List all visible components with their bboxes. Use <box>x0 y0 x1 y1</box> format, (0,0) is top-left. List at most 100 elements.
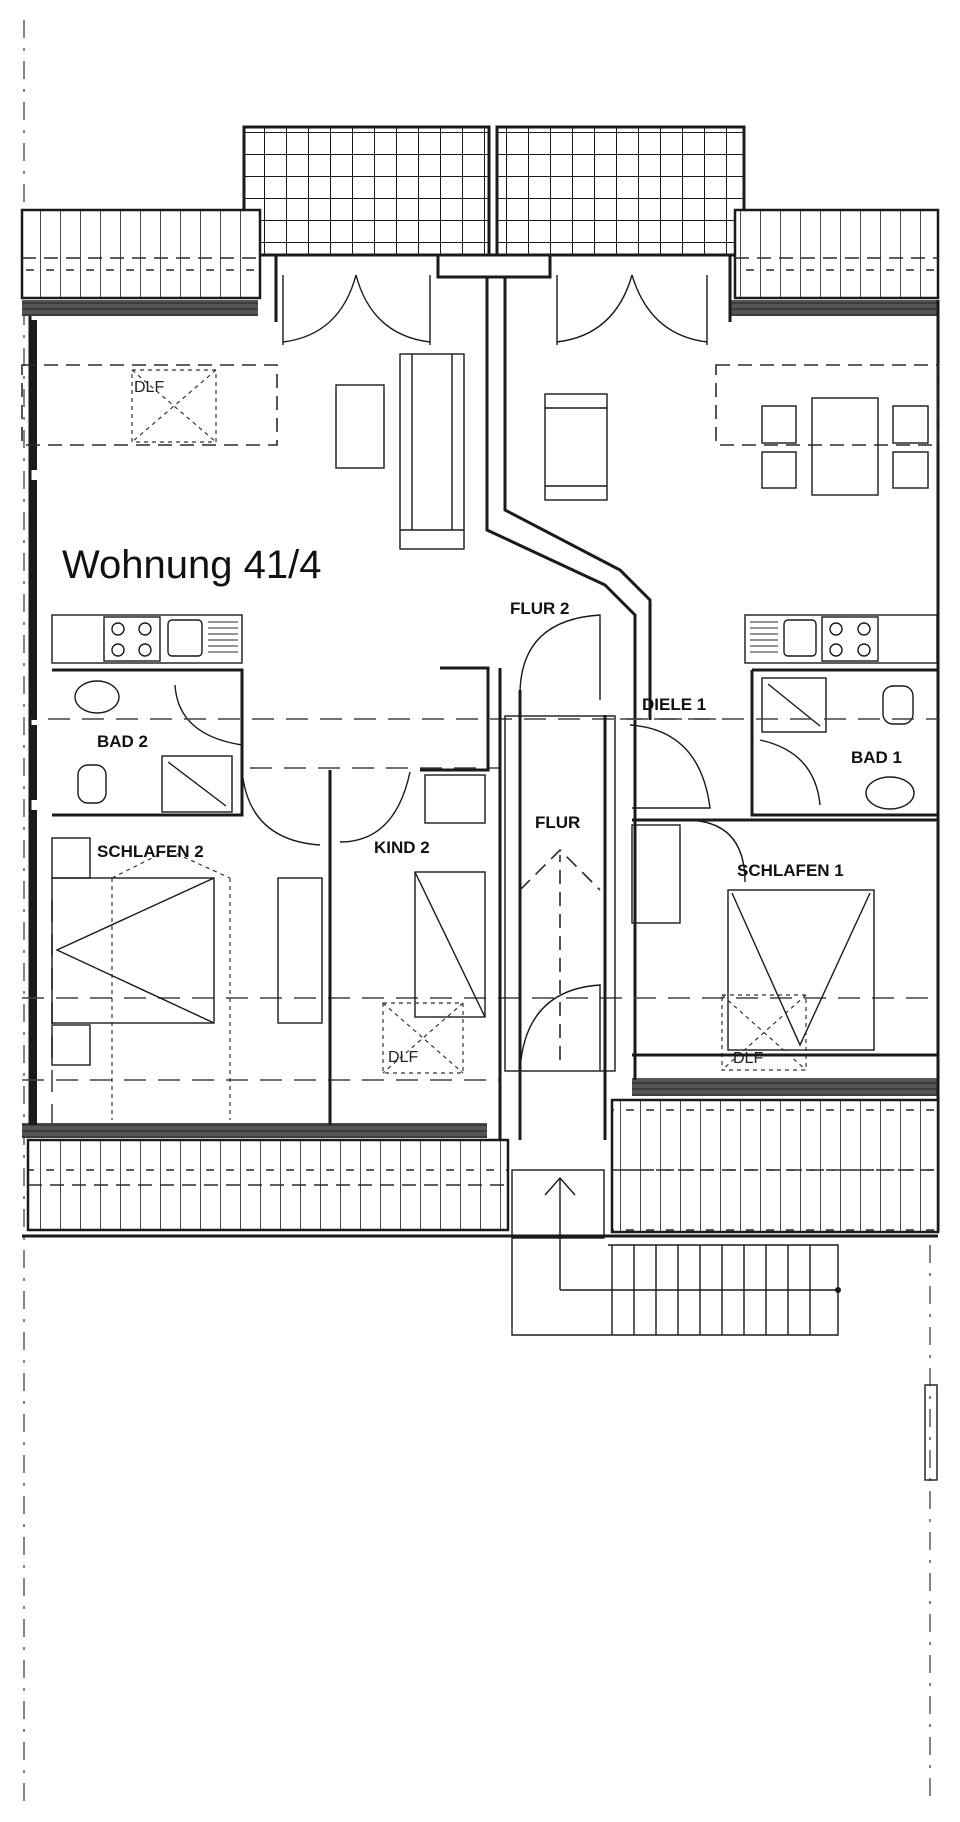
skylight-schlafen1 <box>721 994 807 1071</box>
skylight-label-schlafen1: DLF <box>733 1050 763 1067</box>
skylight-schlafen2 <box>111 849 231 1120</box>
shower-bad1 <box>761 677 827 733</box>
outer-wall <box>28 255 940 1232</box>
staircase-steps <box>611 1245 811 1335</box>
door-kind2 <box>339 771 411 843</box>
kind2-walls <box>328 768 488 1125</box>
door-flur2 <box>519 614 601 700</box>
skylight-kind2-cross <box>382 1002 464 1074</box>
chair-2 <box>761 451 797 489</box>
skylight-label-top-left: DLF <box>134 379 164 396</box>
door-diele1 <box>629 724 711 809</box>
dining-table <box>811 397 879 496</box>
flur-outline <box>504 715 616 1072</box>
chair-1 <box>761 405 797 444</box>
sofa-left-detail <box>400 354 464 531</box>
door-bad2 <box>174 684 243 746</box>
kneewall-top-left <box>22 300 258 316</box>
central-partition <box>485 270 637 1080</box>
stove-right <box>821 616 879 662</box>
flur-arrow <box>519 848 601 1060</box>
window-zone-top-right <box>715 364 939 446</box>
burner <box>138 622 152 636</box>
bed-schlafen1 <box>727 889 875 1051</box>
edge-element <box>924 1384 938 1481</box>
drainboard-right <box>750 621 778 653</box>
washbasin-bad1 <box>865 776 915 810</box>
burner <box>829 622 843 636</box>
roof-window-right <box>495 125 746 257</box>
drainboard-left <box>208 621 238 653</box>
armchair-right-detail <box>545 407 607 487</box>
kneewall-top-right <box>730 300 938 316</box>
burner <box>111 643 125 657</box>
toilet-bad2 <box>77 764 107 804</box>
bad1-walls <box>750 668 938 817</box>
door-flur <box>519 984 601 1071</box>
burner <box>138 643 152 657</box>
room-label-flur: FLUR <box>535 813 580 832</box>
room-label-kind2: KIND 2 <box>374 838 430 857</box>
toilet-bad1 <box>882 685 914 725</box>
room-label-bad2: BAD 2 <box>97 732 148 751</box>
bed-schlafen1-diag <box>731 892 871 1047</box>
balcony-top-right <box>733 208 940 300</box>
nightstand-schlafen2 <box>51 837 91 879</box>
bed-schlafen2 <box>51 877 215 1024</box>
kitchen-right <box>744 614 938 664</box>
room-label-bad1: BAD 1 <box>851 748 902 767</box>
door-bad1 <box>759 739 821 806</box>
staircase-landing <box>511 1169 605 1239</box>
sofa-left <box>399 353 465 550</box>
kitchen-left <box>51 614 243 664</box>
apartment-title: Wohnung 41/4 <box>62 543 321 587</box>
staircase-outline <box>511 1238 839 1336</box>
door-schlafen1 <box>684 819 746 883</box>
burner <box>111 622 125 636</box>
bed-kind2-diag <box>414 871 486 1018</box>
window-zone-top-left <box>21 364 278 446</box>
wardrobe-diele1 <box>631 824 681 924</box>
door-top-left <box>282 274 431 345</box>
bed-schlafen2-diag <box>55 877 215 1024</box>
kneewall-bottom-left <box>22 1123 487 1138</box>
burner <box>857 643 871 657</box>
room-label-schlafen2: SCHLAFEN 2 <box>97 842 204 861</box>
chair-3 <box>892 405 929 444</box>
armchair-right <box>544 393 608 501</box>
skylight-schlafen1-cross <box>721 994 807 1071</box>
room-label-flur2: FLUR 2 <box>510 599 570 618</box>
shower-bad2-diag <box>167 761 227 807</box>
flur2-wall <box>420 666 607 1140</box>
door-top-right <box>556 274 708 345</box>
bad2-walls <box>52 668 244 817</box>
nightstand-schlafen2-b <box>51 1024 91 1066</box>
skylight-kind2 <box>382 1002 464 1074</box>
schlafen1-walls <box>632 818 938 1057</box>
skylight-top-left <box>131 369 217 443</box>
stove-left <box>103 616 161 662</box>
washbasin-bad2 <box>74 680 120 714</box>
partition-cap <box>436 253 552 279</box>
sink-left <box>167 619 203 657</box>
door-schlafen2 <box>241 769 321 846</box>
staircase-arrow <box>544 1176 576 1290</box>
balcony-bottom-right <box>610 1098 940 1234</box>
chair-4 <box>892 451 929 489</box>
room-label-diele1: DIELE 1 <box>642 695 706 714</box>
skylight-top-left-cross <box>131 369 217 443</box>
bed-kind2 <box>414 871 486 1018</box>
kneewall-bottom-right <box>632 1078 938 1096</box>
skylight-label-kind2: DLF <box>388 1049 418 1066</box>
shower-bad2 <box>161 755 233 813</box>
wardrobe-schlafen2 <box>277 877 323 1024</box>
table-left <box>335 384 385 469</box>
balcony-top-left <box>20 208 262 300</box>
sink-right <box>783 619 817 657</box>
desk-kind2 <box>424 774 486 824</box>
burner <box>829 643 843 657</box>
room-label-schlafen1: SCHLAFEN 1 <box>737 861 844 880</box>
roof-window-left <box>242 125 491 257</box>
central-partition-inner <box>503 270 652 720</box>
